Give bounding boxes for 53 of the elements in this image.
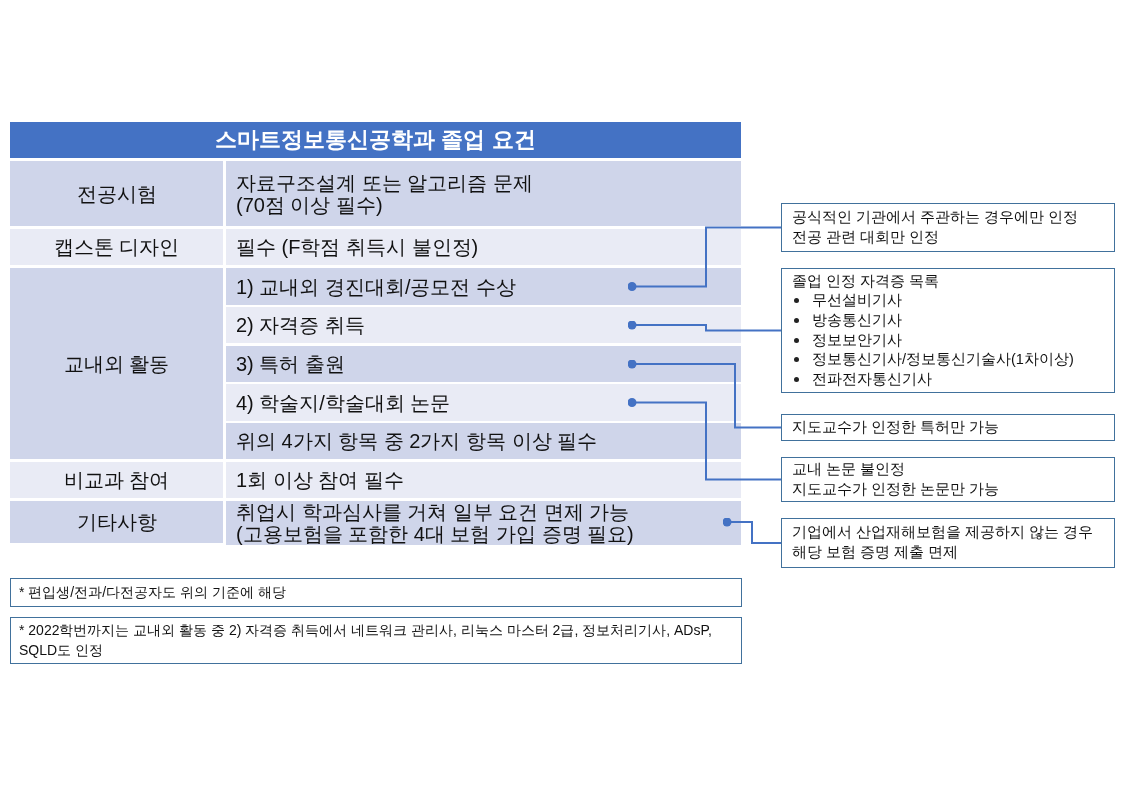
callout-box — [781, 203, 1115, 252]
cell-text: 1회 이상 참여 필수 — [236, 469, 405, 491]
callout-text: 지도교수가 인정한 논문만 가능 — [792, 479, 1001, 499]
list-item: 무선설비기사 — [812, 291, 902, 311]
cell-text: 1) 교내외 경진대회/공모전 수상 — [236, 275, 517, 298]
callout-text: 졸업 인정 자격증 목록 — [792, 271, 941, 291]
leader-line — [722, 517, 782, 544]
table-cell — [226, 423, 741, 459]
row-header-cell — [10, 501, 223, 543]
cell-text: 위의 4가지 항목 중 2가지 항목 이상 필수 — [236, 430, 599, 452]
note-text: * 2022학번까지는 교내외 활동 중 2) 자격증 취득에서 네트워크 관리사, 리눅스 마스터 2급, 정보처리기사, ADsP, SQLD도 인정 — [19, 620, 713, 660]
note-box — [10, 617, 742, 664]
list-item: 정보보안기사 — [812, 330, 902, 350]
leader-line — [627, 226, 782, 291]
list-item: 전파전자통신기사 — [812, 369, 932, 389]
row-header-cell — [10, 268, 223, 459]
table-cell — [226, 161, 741, 226]
note-box — [10, 578, 742, 607]
note-text: * 편입생/전과/다전공자도 위의 기준에 해당 — [19, 582, 287, 602]
callout-box — [781, 457, 1115, 503]
table-cell — [226, 307, 741, 343]
callout-text: 교내 논문 불인정 — [792, 460, 907, 479]
list-item: 방송통신기사 — [812, 310, 902, 330]
row-heading: 캡스톤 디자인 — [53, 236, 180, 258]
cell-text: 2) 자격증 취득 — [236, 314, 366, 336]
leader-line — [627, 320, 782, 332]
callout-text: 기업에서 산업재해보험을 제공하지 않는 경우 해당 보험 증명 제출 면제 — [792, 523, 1095, 562]
leader-line — [627, 398, 782, 481]
row-heading: 비교과 참여 — [63, 469, 170, 491]
cell-text: 필수 (F학점 취득시 불인정) — [236, 236, 480, 258]
row-heading: 기타사항 — [76, 511, 157, 533]
callout-box — [781, 518, 1115, 568]
callout-box — [781, 268, 1115, 393]
callout-text: 공식적인 기관에서 주관하는 경우에만 인정 — [792, 207, 1080, 227]
cell-text: 3) 특허 출원 — [236, 353, 346, 375]
cell-text: 4) 학술지/학술대회 논문 — [236, 391, 452, 414]
callout-text: 전공 관련 대회만 인정 — [792, 227, 941, 247]
row-heading: 전공시험 — [76, 182, 157, 205]
table-cell — [226, 462, 741, 498]
table-cell — [226, 346, 741, 382]
table-cell — [226, 501, 741, 545]
callout-text: 지도교수가 인정한 특허만 가능 — [792, 417, 1001, 437]
table-cell — [226, 229, 741, 265]
table-title: 스마트정보통신공학과 졸업 요건 — [10, 122, 741, 158]
table-cell — [226, 268, 741, 305]
cell-text: 취업시 학과심사를 거쳐 일부 요건 면제 가능 (고용보험을 포함한 4대 보험 가입 증명 필요) — [236, 501, 635, 545]
table-cell — [226, 384, 741, 421]
leader-line — [627, 359, 782, 429]
callout-box — [781, 414, 1115, 441]
row-header-cell — [10, 161, 223, 226]
cell-text: 자료구조설계 또는 알고리즘 문제 (70점 이상 필수) — [236, 171, 534, 216]
row-heading: 교내외 활동 — [63, 352, 170, 375]
list-item: 정보통신기사/정보통신기술사(1차이상) — [812, 350, 1074, 370]
